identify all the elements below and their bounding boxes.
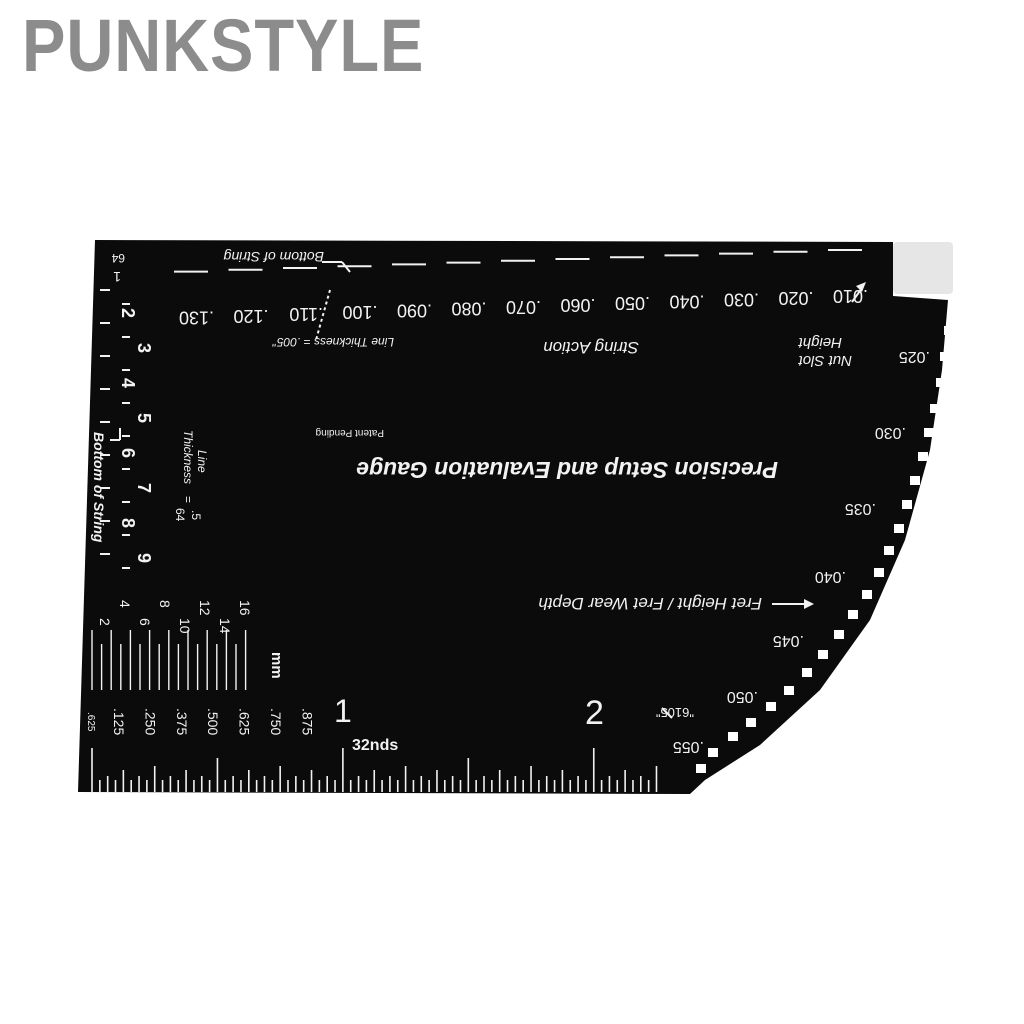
edge-notch: [936, 378, 946, 387]
edge-notch: [696, 764, 706, 773]
frac-num: .5: [189, 510, 203, 520]
thirtyseconds-label: 32nds: [352, 737, 398, 754]
patent-text: Patent Pending: [316, 427, 384, 438]
left-number: 9: [134, 553, 154, 563]
action-value: .100: [342, 302, 377, 322]
gauge-title: Precision Setup and Evaluation Gauge: [356, 457, 778, 483]
left-number: 8: [118, 518, 138, 528]
fret-values: .025 .030 .035 .040 .045 .050 .055: [673, 348, 930, 755]
edge-notch: [884, 546, 894, 555]
edge-notch: [784, 686, 794, 695]
edge-notch: [930, 404, 940, 413]
fret-value: .030: [875, 424, 906, 441]
action-value: .110: [289, 304, 323, 324]
sixtyfourth-den: 64: [111, 251, 125, 265]
inch-fraction-label: .375: [174, 708, 190, 735]
fret-value: .040: [815, 568, 846, 585]
gauge-clip: [893, 242, 953, 294]
bottom-of-string-top: Bottom of String: [223, 249, 324, 265]
left-numbers: 2 3 4 5 6 7 8 9: [118, 308, 154, 563]
edge-notch: [940, 352, 950, 361]
edge-notch: [746, 718, 756, 727]
gauge-tick-marks: [91, 249, 862, 792]
edge-notch: [802, 668, 812, 677]
edge-notch: [862, 590, 872, 599]
brand-logo-text: PUNKSTYLE: [22, 4, 425, 87]
edge-notch: [818, 650, 828, 659]
mm-label: mm: [268, 652, 285, 679]
action-value: .070: [506, 297, 541, 317]
left-number: 2: [118, 308, 138, 318]
gauge-body: [78, 240, 948, 794]
left-number: 3: [134, 343, 154, 353]
inch-fraction-label: .250: [142, 708, 158, 735]
mm-bottom-label: 10: [177, 618, 193, 634]
mm-labels: 4 8 12 16 2 6 10 14: [97, 600, 253, 634]
edge-notch: [728, 732, 738, 741]
inch-mark-2: 2: [585, 694, 604, 732]
line-thickness-left2: Thickness: [181, 430, 195, 484]
mm-bottom-label: 14: [217, 618, 233, 634]
edge-notch: [924, 428, 934, 437]
line-thickness-left: Line: [195, 450, 209, 473]
fret-value: .045: [773, 632, 804, 649]
left-number: 7: [134, 483, 154, 493]
inch-fraction-label: .125: [111, 708, 127, 735]
edge-notch: [848, 610, 858, 619]
inch-small-label: .625: [85, 712, 96, 732]
fret-value: .025: [899, 348, 930, 365]
gauge-notches: [696, 326, 954, 773]
left-number: 4: [118, 378, 138, 388]
fret-value: .050: [727, 688, 758, 705]
fret-value: .035: [845, 500, 876, 517]
inch-mark-1: 1: [334, 693, 352, 729]
edge-notch: [708, 748, 718, 757]
left-number: 5: [134, 413, 154, 423]
gauge-arrows: [110, 261, 866, 719]
mm-bottom-label: 2: [97, 618, 113, 626]
inch-fraction-label: .500: [205, 708, 221, 735]
inch-fraction-label: .750: [268, 708, 284, 735]
inch-fraction-label: .875: [299, 708, 315, 735]
action-value: .030: [724, 290, 759, 310]
action-value: .060: [560, 295, 595, 315]
mm-top-label: 12: [197, 600, 213, 616]
model-number: "6105": [655, 705, 694, 720]
edge-notch: [894, 524, 904, 533]
inch-fraction-label: .625: [237, 708, 253, 735]
action-value: .120: [233, 306, 268, 326]
mm-top-label: 8: [157, 600, 173, 608]
frac-den: 64: [173, 508, 187, 522]
fret-height-label: Fret Height / Fret Wear Depth: [538, 594, 762, 613]
sixtyfourth-num: 1: [113, 269, 121, 285]
action-value: .020: [778, 288, 813, 308]
action-value: .050: [615, 293, 650, 313]
nut-slot-label-line2: Height: [798, 334, 842, 351]
action-value: .080: [451, 299, 486, 319]
edge-notch: [944, 326, 954, 335]
line-thickness-eq: =: [181, 496, 195, 503]
edge-notch: [834, 630, 844, 639]
action-value: .090: [397, 300, 432, 320]
left-number: 6: [118, 448, 138, 458]
action-value: .130: [179, 308, 214, 328]
edge-notch: [874, 568, 884, 577]
mm-top-label: 16: [237, 600, 253, 616]
edge-notch: [902, 500, 912, 509]
edge-notch: [910, 476, 920, 485]
mm-bottom-label: 6: [137, 618, 153, 626]
mm-top-label: 4: [117, 600, 133, 608]
edge-notch: [918, 452, 928, 461]
bottom-of-string-left: Bottom of String: [91, 432, 107, 543]
string-action-label: String Action: [543, 338, 639, 357]
fret-value: .055: [673, 738, 704, 755]
nut-slot-label-line1: Nut Slot: [798, 352, 852, 369]
action-value: .040: [669, 291, 704, 311]
line-thickness-top: Line Thickness = .005": [272, 335, 394, 349]
inch-labels: .625 .125 .250 .375 .500 .625 .750 .875: [85, 708, 315, 735]
edge-notch: [766, 702, 776, 711]
